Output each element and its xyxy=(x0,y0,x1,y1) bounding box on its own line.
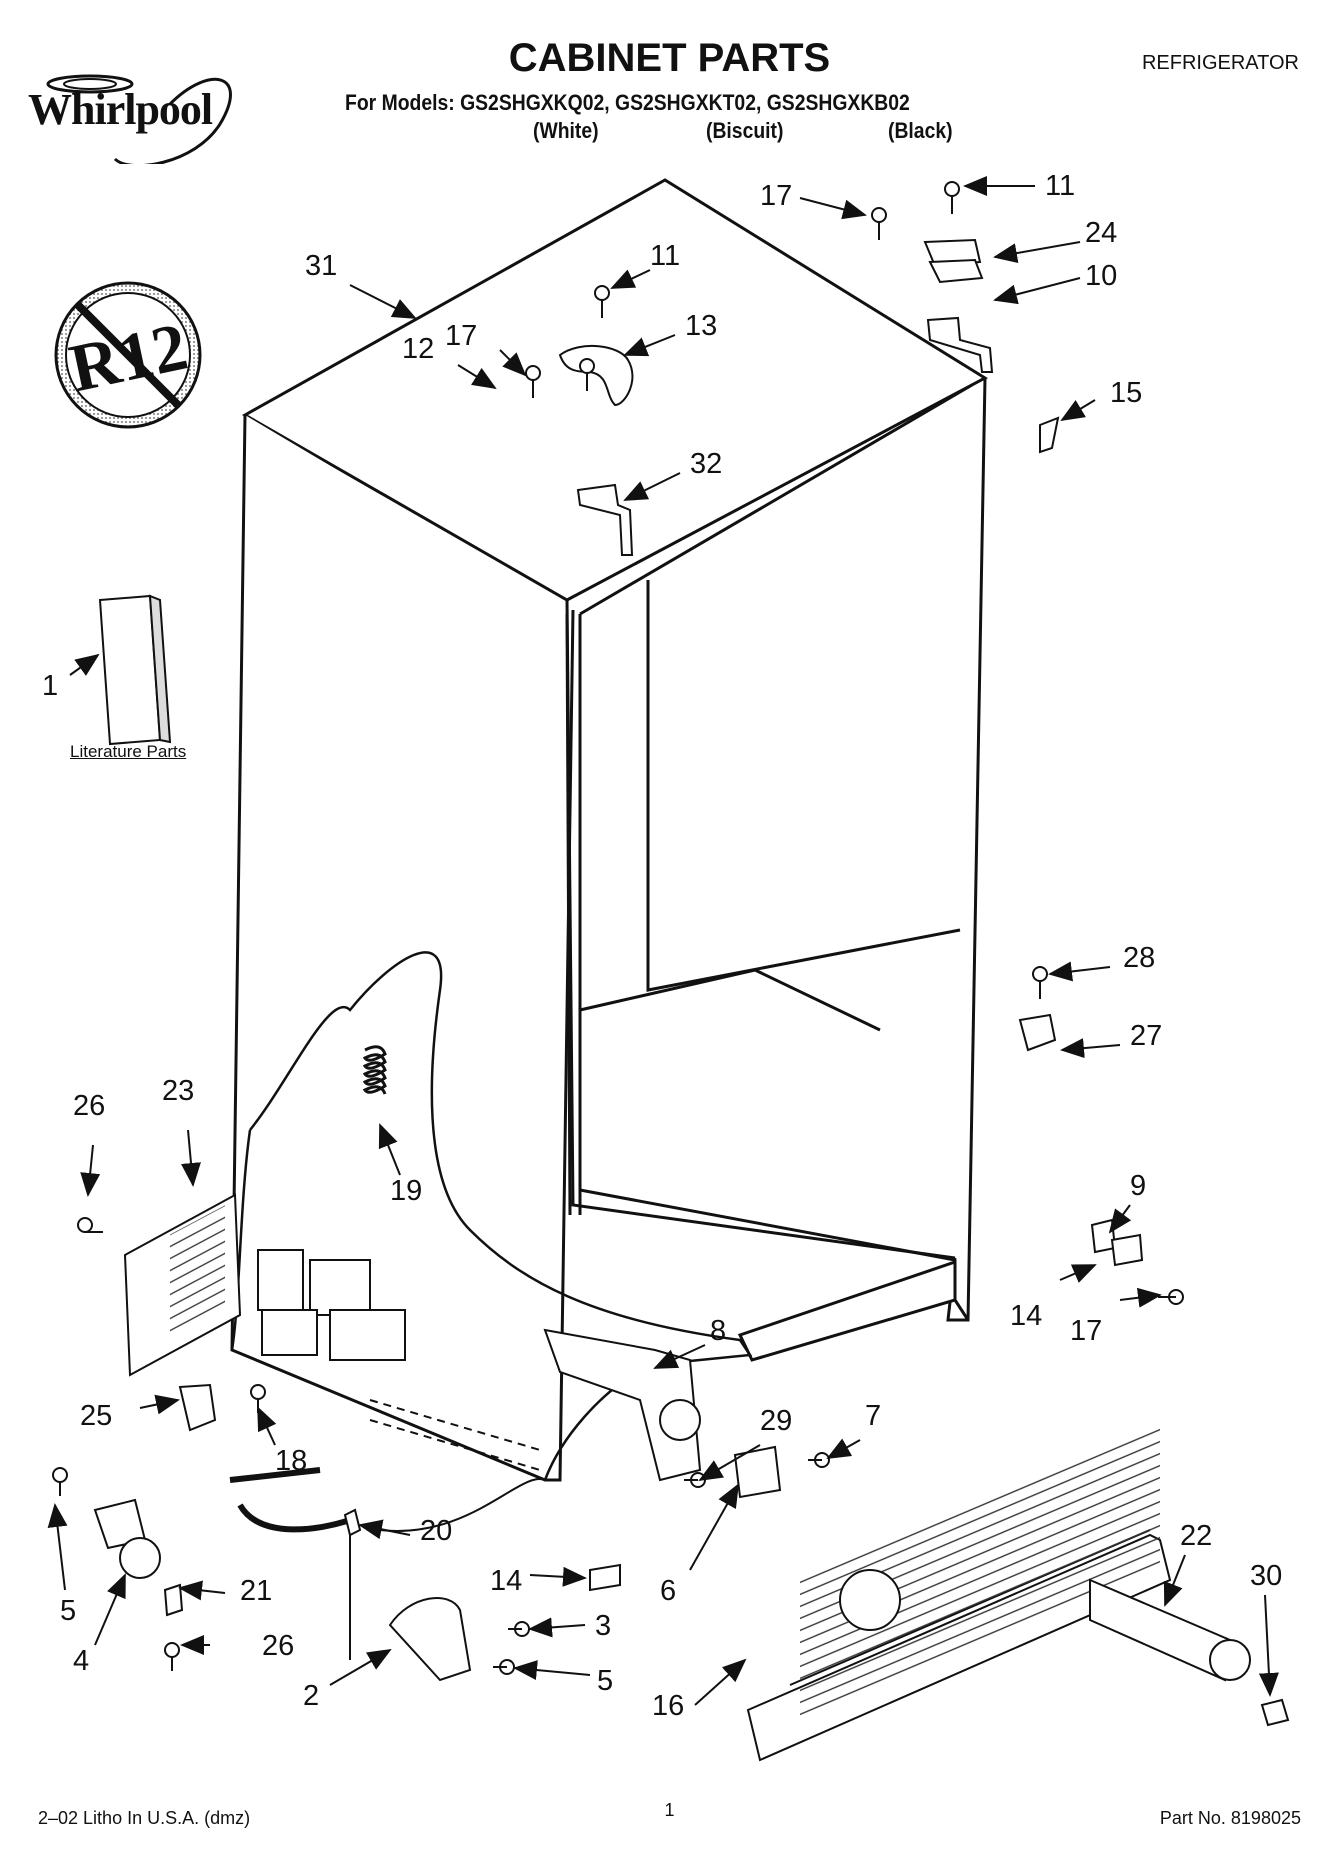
bottom-parts xyxy=(93,1328,1290,1762)
callout-14: 14 xyxy=(1010,1300,1042,1332)
callout-27: 27 xyxy=(1130,1020,1162,1052)
callout-31: 31 xyxy=(305,250,337,282)
callout-23: 23 xyxy=(162,1075,194,1107)
screws xyxy=(52,181,1184,1675)
color-black: (Black) xyxy=(888,118,953,143)
top-hinges xyxy=(558,238,1144,1267)
no-r12-badge: R12 xyxy=(54,281,202,429)
callout-30: 30 xyxy=(1250,1560,1282,1592)
callout-9: 9 xyxy=(1130,1170,1146,1202)
page-title: CABINET PARTS xyxy=(508,36,831,80)
callout-18: 18 xyxy=(275,1445,307,1477)
callout-numbers: 31 12 17 11 13 32 17 11 24 10 15 1 28 27… xyxy=(42,170,1282,1722)
refrigerator-cabinet xyxy=(230,178,989,1660)
callout-7: 7 xyxy=(865,1400,881,1432)
callout-19: 19 xyxy=(390,1175,422,1207)
page-number: 1 xyxy=(664,1800,675,1820)
appliance-type: REFRIGERATOR xyxy=(1141,52,1299,74)
callout-2: 2 xyxy=(303,1680,319,1712)
callout-11: 11 xyxy=(650,240,680,272)
callout-24: 24 xyxy=(1085,217,1117,249)
callout-15: 15 xyxy=(1110,377,1142,409)
callout-14: 14 xyxy=(490,1565,522,1597)
callout-5: 5 xyxy=(597,1665,613,1697)
callout-1: 1 xyxy=(42,670,58,702)
callout-32: 32 xyxy=(690,448,722,480)
callout-3: 3 xyxy=(595,1610,611,1642)
callout-6: 6 xyxy=(660,1575,676,1607)
callout-26: 26 xyxy=(262,1630,294,1662)
callout-17: 17 xyxy=(1070,1315,1102,1347)
callout-17: 17 xyxy=(760,180,792,212)
callout-22: 22 xyxy=(1180,1520,1212,1552)
callout-20: 20 xyxy=(420,1515,452,1547)
brand-logo: Whirlpool xyxy=(20,64,260,167)
callout-29: 29 xyxy=(760,1405,792,1437)
callout-10: 10 xyxy=(1085,260,1117,292)
literature-booklet xyxy=(98,594,172,746)
callout-4: 4 xyxy=(73,1645,89,1677)
literature-parts-label: Literature Parts xyxy=(70,742,187,761)
callout-12: 12 xyxy=(402,333,434,365)
callout-16: 16 xyxy=(652,1690,684,1722)
leader-arrows xyxy=(47,176,1279,1706)
part-number: Part No. 8198025 xyxy=(1159,1808,1301,1828)
footer-print-info: 2–02 Litho In U.S.A. (dmz) xyxy=(38,1808,251,1828)
callout-13: 13 xyxy=(685,310,717,342)
callout-8: 8 xyxy=(710,1315,726,1347)
callout-11: 11 xyxy=(1045,170,1075,202)
callout-5: 5 xyxy=(60,1595,76,1627)
color-biscuit: (Biscuit) xyxy=(706,118,784,143)
callout-21: 21 xyxy=(240,1575,272,1607)
color-white: (White) xyxy=(533,118,599,143)
rear-access-panel xyxy=(123,1193,242,1377)
hinge-spring xyxy=(362,1045,387,1095)
callout-25: 25 xyxy=(80,1400,112,1432)
callout-26: 26 xyxy=(73,1090,105,1122)
models-line: For Models: GS2SHGXKQ02, GS2SHGXKT02, GS… xyxy=(345,90,910,115)
callout-17: 17 xyxy=(445,320,477,352)
control-components xyxy=(257,1249,541,1471)
callout-28: 28 xyxy=(1123,942,1155,974)
brand-name: Whirlpool xyxy=(28,85,213,134)
